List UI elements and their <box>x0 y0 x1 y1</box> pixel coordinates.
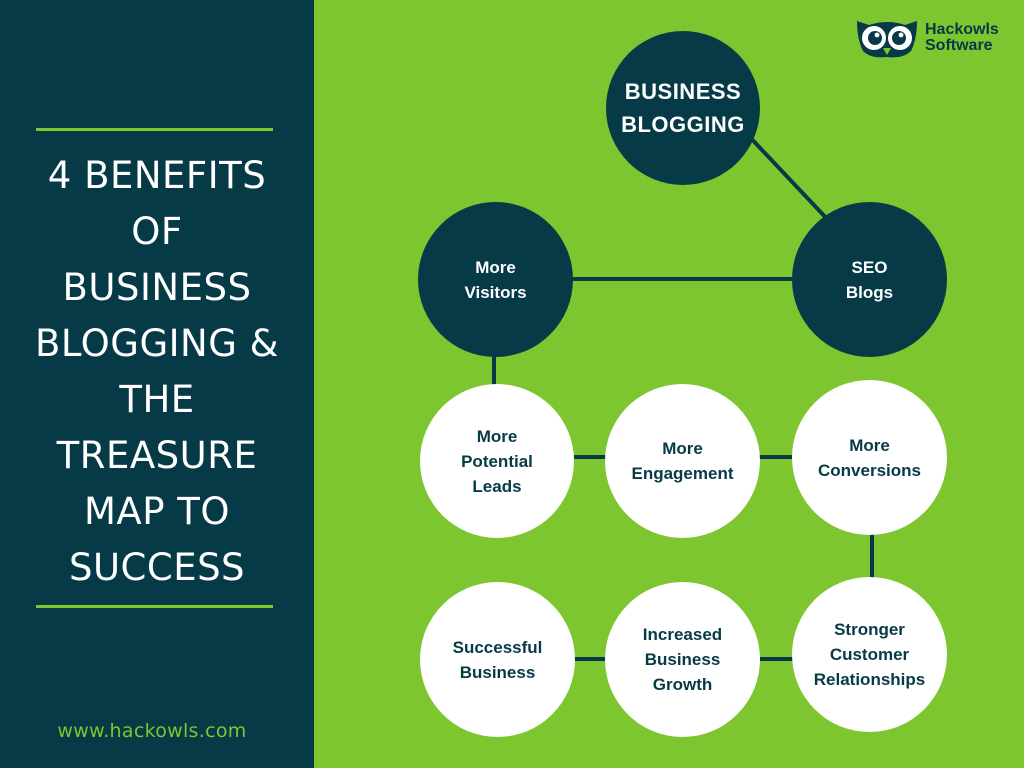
brand-logo: Hackowls Software <box>855 17 999 59</box>
node-label-line: BUSINESS <box>624 79 742 104</box>
node-seo-blogs: SEO Blogs <box>792 202 947 357</box>
node-label-line: Visitors <box>464 282 527 302</box>
node-label-line: Potential <box>461 451 533 471</box>
node-label-line: More <box>849 435 890 455</box>
title-line: THE <box>119 378 195 421</box>
title-line: SUCCESS <box>68 546 246 589</box>
node-more-engagement: More Engagement <box>605 384 760 538</box>
node-successful-business: Successful Business <box>420 582 575 737</box>
node-label-line: More <box>662 439 703 458</box>
node-more-potential-leads: More Potential Leads <box>420 384 574 538</box>
node-label-line: Customer <box>829 645 910 664</box>
node-label-line: Engagement <box>631 464 734 483</box>
node-label-line: Stronger <box>834 620 905 639</box>
owl-icon <box>857 21 917 58</box>
node-label-line: Business <box>644 650 721 669</box>
node-label-line: More <box>476 426 518 446</box>
title-line: OF <box>131 210 183 253</box>
node-stronger-customer-relationships: Stronger Customer Relationships <box>792 577 947 732</box>
node-label-line: Blogs <box>845 282 894 302</box>
node-label-line: Business <box>459 662 536 682</box>
node-label-line: Growth <box>652 675 713 694</box>
page-title: 4 BENEFITS OF BUSINESS BLOGGING & THE TR… <box>0 148 314 596</box>
node-label-line: SEO <box>851 257 888 277</box>
title-line: 4 BENEFITS <box>47 154 267 197</box>
node-label-line: More <box>475 257 516 277</box>
title-line: MAP TO <box>83 490 231 533</box>
node-label-line: Conversions <box>818 460 921 480</box>
title-panel: 4 BENEFITS OF BUSINESS BLOGGING & THE TR… <box>0 0 314 768</box>
title-divider-bottom <box>36 605 273 608</box>
node-more-visitors: More Visitors <box>418 202 573 357</box>
connector-root-to-seo <box>743 130 832 224</box>
node-more-conversions: More Conversions <box>792 380 947 535</box>
brand-name: Hackowls Software <box>925 22 999 54</box>
title-line: BUSINESS <box>62 266 252 309</box>
node-increased-business-growth: Increased Business Growth <box>605 582 760 737</box>
website-url: www.hackowls.com <box>57 720 247 742</box>
node-label-line: Increased <box>642 625 723 644</box>
node-label-line: Relationships <box>813 670 926 689</box>
brand-name-line: Hackowls <box>925 21 999 38</box>
node-label-line: Successful <box>452 637 543 657</box>
node-label-line: Leads <box>472 476 522 496</box>
brand-name-line: Software <box>925 37 993 54</box>
title-line: BLOGGING & <box>34 322 280 365</box>
title-divider-top <box>36 128 273 131</box>
node-label-line: BLOGGING <box>621 112 745 137</box>
node-business-blogging: BUSINESS BLOGGING <box>606 31 760 185</box>
title-line: TREASURE <box>56 434 258 477</box>
